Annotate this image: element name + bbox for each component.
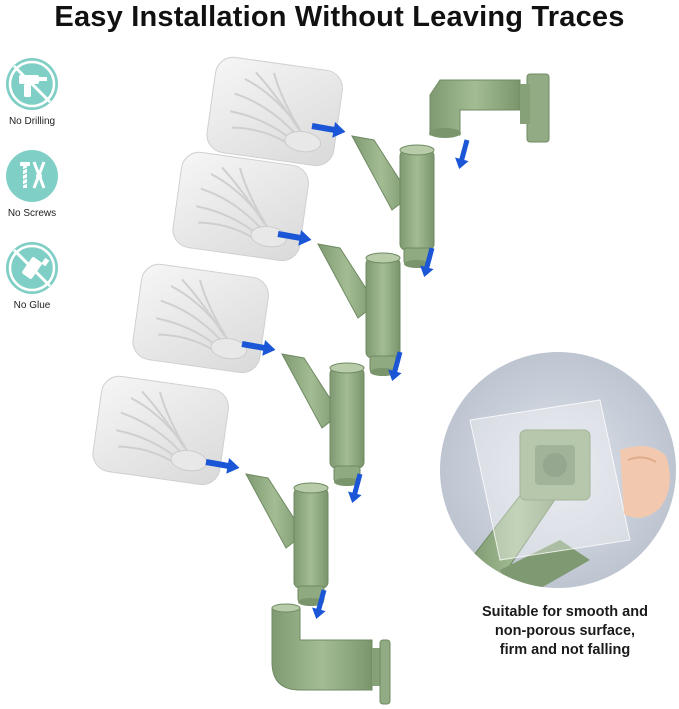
top-wall-mount bbox=[429, 73, 550, 143]
caption-line: non-porous surface, bbox=[494, 623, 636, 639]
feature-label: No Screws bbox=[7, 208, 57, 219]
glue-tube-icon bbox=[6, 242, 58, 294]
caption-line: Suitable for smooth and bbox=[482, 604, 648, 620]
page-title: Easy Installation Without Leaving Traces bbox=[54, 1, 625, 33]
feature-no-drilling: No Drilling bbox=[6, 58, 58, 127]
bottom-wall-mount bbox=[271, 603, 391, 705]
feature-label: No Glue bbox=[13, 300, 51, 311]
feature-label: No Drilling bbox=[8, 116, 56, 127]
caption-line: firm and not falling bbox=[499, 642, 631, 658]
surface-caption: Suitable for smooth and non-porous surfa… bbox=[455, 603, 675, 660]
screw-icon bbox=[6, 150, 58, 202]
feature-no-screws: No Screws bbox=[6, 150, 58, 219]
adhesive-pad-closeup bbox=[440, 352, 676, 588]
drill-icon bbox=[6, 58, 58, 110]
assembly-illustration bbox=[89, 54, 676, 705]
feature-no-glue: No Glue bbox=[6, 242, 58, 311]
